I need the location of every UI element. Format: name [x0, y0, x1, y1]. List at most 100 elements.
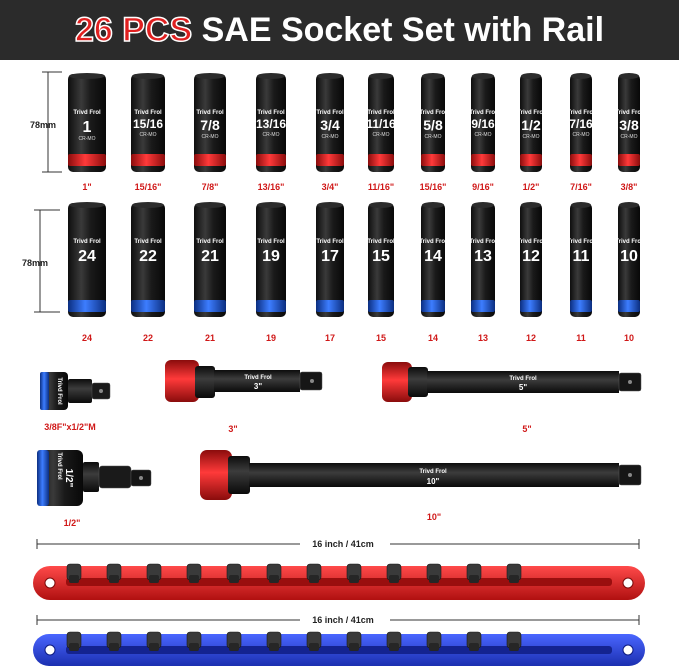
ext5-size: 5": [519, 383, 527, 392]
sae-socket-size: 5/8: [423, 117, 443, 133]
metric-socket-label: 15: [376, 333, 386, 343]
sae-socket-size: 1/2: [521, 117, 541, 133]
ext3-brand: Trivd Frol: [244, 375, 272, 381]
height-dimension-row2: 78mm: [22, 209, 60, 313]
extension-bar-3in: Trivd Frol 3" 3": [165, 360, 323, 434]
metric-socket-brand: Trivd Frol: [316, 239, 344, 245]
sae-socket-label: 15/16": [135, 182, 162, 192]
sae-socket-brand: Trivd Frol: [196, 110, 224, 116]
metric-socket-brand: Trivd Frol: [419, 239, 447, 245]
rail-clip: [226, 563, 242, 583]
sae-socket-size: 9/16: [471, 117, 495, 131]
height-dimension-row1: 78mm: [30, 71, 62, 173]
rail-clip: [506, 631, 522, 651]
rail-clip: [346, 631, 362, 651]
rail-length-label: 16 inch / 41cm: [312, 539, 374, 549]
ext5-brand: Trivd Frol: [509, 376, 537, 382]
metric-socket-label: 13: [478, 333, 488, 343]
sae-socket-size: 3/8: [619, 117, 639, 133]
sae-socket-brand: Trivd Frol: [134, 110, 162, 116]
sae-socket-label: 3/8": [621, 182, 638, 192]
metric-socket-label: 21: [205, 333, 215, 343]
rail-clip: [266, 563, 282, 583]
sae-socket-size: 7/16: [569, 117, 593, 131]
sae-socket-brand: Trivd Frol: [419, 110, 447, 116]
metric-socket-label: 10: [624, 333, 634, 343]
ext10-size: 10": [427, 477, 440, 486]
metric-socket-label: 22: [143, 333, 153, 343]
metric-socket-label: 17: [325, 333, 335, 343]
sae-socket-size: 3/4: [320, 117, 340, 133]
rail-clip: [66, 631, 82, 651]
metric-socket-brand: Trivd Frol: [73, 239, 101, 245]
sae-socket-material: CR-MO: [322, 134, 339, 140]
title-text: SAE Socket Set with Rail: [201, 11, 605, 49]
metric-socket-size: 24: [78, 248, 96, 265]
rail-clip: [306, 631, 322, 651]
metric-socket-brand: Trivd Frol: [567, 239, 595, 245]
sae-socket-material: CR-MO: [263, 132, 280, 138]
sae-socket-material: CR-MO: [523, 134, 540, 140]
rail-clip: [146, 563, 162, 583]
sae-socket-label: 3/4": [322, 182, 339, 192]
rail-clips: [66, 563, 522, 583]
metric-socket-brand: Trivd Frol: [517, 239, 545, 245]
metric-socket-size: 14: [424, 248, 442, 265]
metric-socket-brand: Trivd Frol: [134, 239, 162, 245]
sae-socket-size: 13/16: [256, 117, 286, 131]
sae-socket-label: 7/16": [570, 182, 592, 192]
metric-socket-size: 22: [139, 248, 157, 265]
socket-rail-blue: 16 inch / 41cm: [33, 613, 645, 666]
rail-clip: [426, 631, 442, 651]
sae-socket-brand: Trivd Frol: [517, 110, 545, 116]
rail-clips: [66, 631, 522, 651]
rail-clip: [186, 563, 202, 583]
metric-socket-label: 24: [82, 333, 92, 343]
height-label: 78mm: [22, 258, 48, 268]
socket-rail-red: 16 inch / 41cm: [33, 537, 645, 600]
sae-socket-label: 9/16": [472, 182, 494, 192]
rail-clip: [186, 631, 202, 651]
ext10-label: 10": [427, 512, 441, 522]
height-label: 78mm: [30, 120, 56, 130]
sae-socket-size: 15/16: [133, 117, 163, 131]
universal-joint: Trivd Frol 1/2" 1/2": [37, 450, 152, 528]
metric-socket-size: 13: [474, 248, 492, 265]
adapter-brand: Trivd Frol: [56, 377, 62, 405]
extension-bar-5in: Trivd Frol 5" 5": [382, 362, 642, 434]
title-accent: 26 PCS: [74, 10, 193, 50]
rail-clip: [506, 563, 522, 583]
sae-socket-brand: Trivd Frol: [615, 110, 643, 116]
rail-clip: [266, 631, 282, 651]
joint-size: 1/2": [63, 469, 74, 488]
ext3-label: 3": [228, 424, 237, 434]
rail-clip: [466, 631, 482, 651]
page-title: 26 PCS SAE Socket Set with Rail: [0, 0, 679, 60]
sae-socket-label: 1/2": [523, 182, 540, 192]
sae-socket-size: 11/16: [366, 117, 396, 131]
ext5-label: 5": [522, 424, 531, 434]
sae-socket-brand: Trivd Frol: [316, 110, 344, 116]
extension-bar-10in: Trivd Frol 10" 10": [200, 450, 642, 522]
ext3-size: 3": [254, 382, 262, 391]
sae-socket-label: 15/16": [420, 182, 447, 192]
metric-socket-brand: Trivd Frol: [257, 239, 285, 245]
sae-socket-size: 1: [83, 119, 92, 136]
rail-clip: [146, 631, 162, 651]
metric-socket-brand: Trivd Frol: [196, 239, 224, 245]
